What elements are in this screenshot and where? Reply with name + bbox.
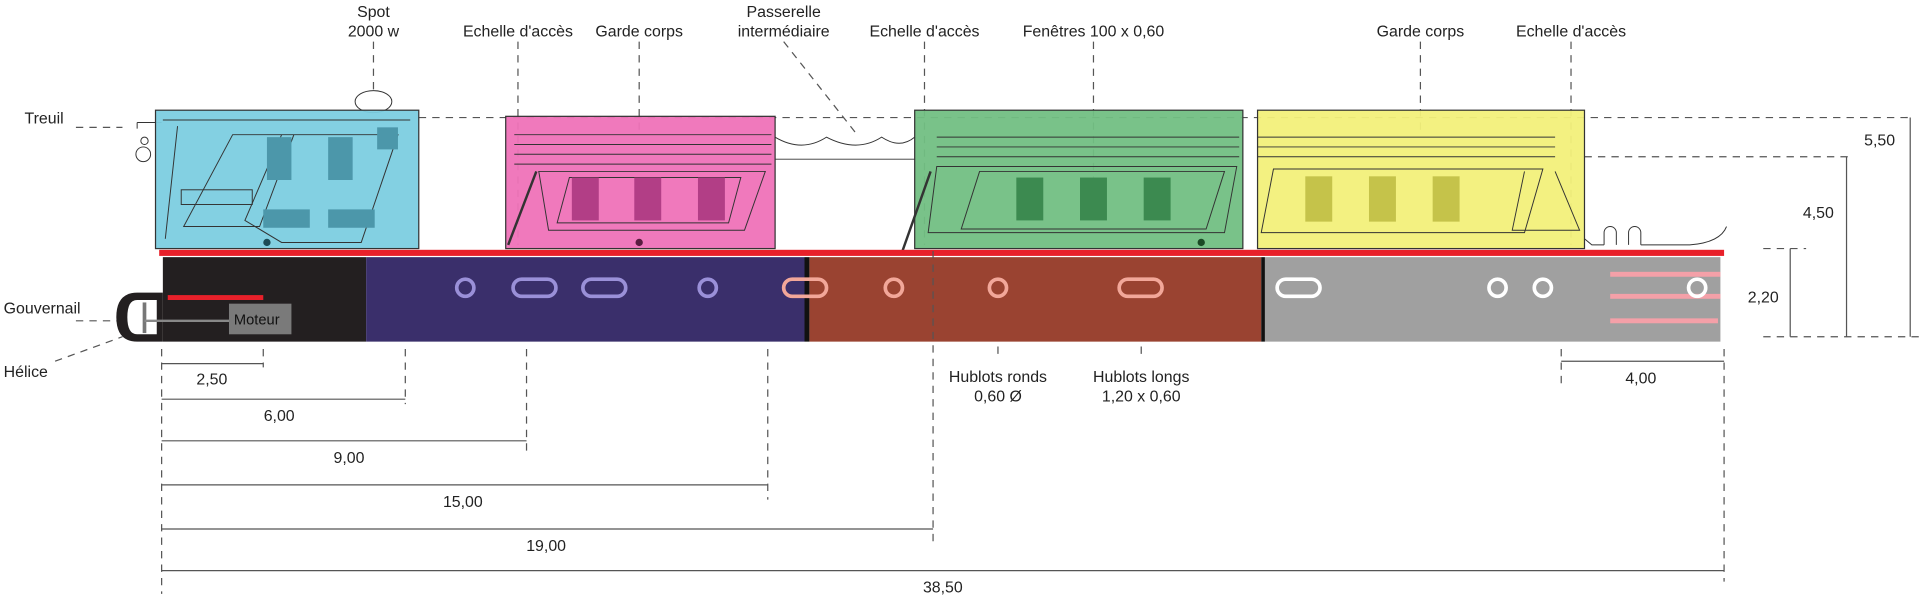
label-spot: Spot (357, 4, 390, 21)
label-hublots-longs: Hublots longs (1093, 369, 1189, 386)
label-passerelle-2: intermédiaire (738, 24, 830, 41)
cabin-pink (505, 115, 776, 250)
dim-19-00: 19,00 (526, 538, 566, 555)
dim-38-50: 38,50 (923, 580, 963, 597)
label-treuil: Treuil (24, 111, 63, 128)
label-garde-corps-1: Garde corps (595, 24, 683, 41)
hull (162, 257, 1721, 342)
label-hublots-ronds-size: 0,60 Ø (974, 389, 1022, 406)
rudder-propeller (116, 292, 233, 342)
label-gouvernail: Gouvernail (4, 300, 81, 317)
label-garde-corps-2: Garde corps (1377, 24, 1465, 41)
label-echelle-1: Echelle d'accès (463, 24, 573, 41)
spot-lamp-icon (354, 90, 393, 114)
label-echelle-2: Echelle d'accès (869, 24, 979, 41)
deck-red-stripe (159, 249, 1725, 256)
engine-label: Moteur (234, 312, 280, 328)
label-hublots-longs-size: 1,20 x 0,60 (1102, 389, 1181, 406)
dim-height-4-50: 4,50 (1803, 205, 1834, 222)
height-dimension-lines (1789, 117, 1911, 337)
label-spot-power: 2000 w (348, 24, 400, 41)
portholes (454, 277, 1708, 299)
dim-6-00: 6,00 (264, 408, 295, 425)
dim-height-5-50: 5,50 (1864, 133, 1895, 150)
bow-bollards (1584, 226, 1727, 246)
winch-icon (135, 121, 162, 163)
label-hublots-ronds: Hublots ronds (949, 369, 1047, 386)
label-passerelle: Passerelle (747, 4, 821, 21)
length-dimension-lines (161, 251, 1725, 594)
cabin-cyan (154, 109, 420, 250)
catwalk-footbridge (774, 136, 916, 160)
dim-15-00: 15,00 (443, 494, 483, 511)
dim-height-2-20: 2,20 (1748, 289, 1779, 306)
dim-4-00: 4,00 (1625, 370, 1656, 387)
engine-box (228, 303, 292, 335)
label-helice: Hélice (4, 364, 48, 381)
cabin-green (901, 109, 1244, 252)
cabin-yellow (1256, 109, 1586, 250)
dim-9-00: 9,00 (333, 450, 364, 467)
label-fenetres: Fenêtres 100 x 0,60 (1023, 24, 1165, 41)
dim-2-50: 2,50 (196, 371, 227, 388)
label-echelle-3: Echelle d'accès (1516, 24, 1626, 41)
